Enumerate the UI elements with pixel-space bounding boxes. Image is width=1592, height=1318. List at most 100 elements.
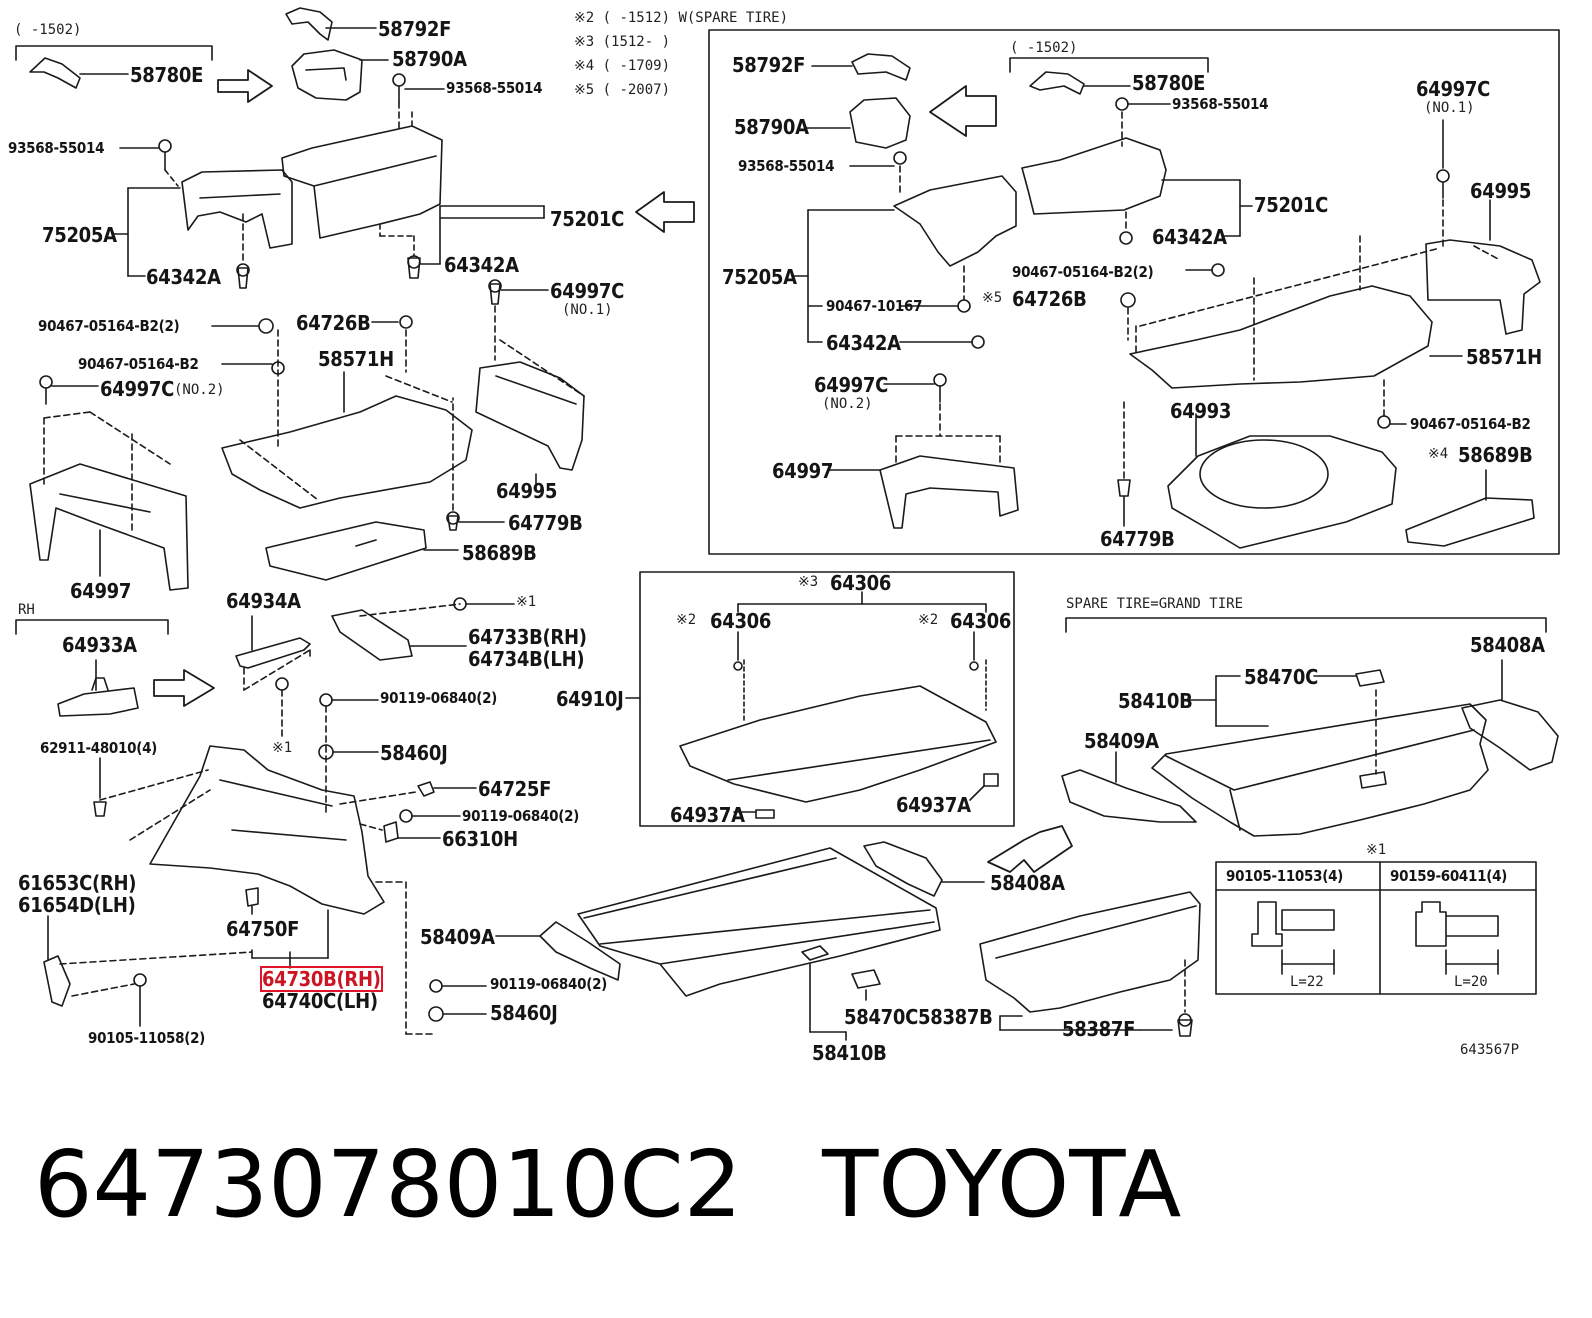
bolt-icon-90105 [1251, 901, 1335, 947]
part-label-62911-48010: 62911-48010(4) [40, 739, 158, 757]
bracket-part-75205a-r [893, 175, 1017, 267]
part-label-64993: 64993 [1170, 399, 1232, 423]
part-label-64342a: 64342A [1152, 225, 1227, 249]
no1-note-right: (NO.1) [1424, 100, 1475, 116]
part-label-90119-06840: 90119-06840(2) [380, 689, 498, 707]
bracket-range-right [1009, 57, 1209, 73]
part-label-58409a: 58409A [420, 925, 495, 949]
bolt-length-2: L=20 [1454, 974, 1488, 990]
part-label-64740c-lh: 64740C(LH) [262, 989, 378, 1013]
part-label-75205a: 75205A [722, 265, 797, 289]
part-label-58780e: 58780E [1132, 71, 1206, 95]
part-label-58792f: 58792F [732, 53, 806, 77]
mark-note: ※3 [798, 574, 819, 590]
board-part-58410b-bottom [577, 847, 941, 997]
part-label-90467-05164-b2: 90467-05164-B2(2) [38, 317, 180, 335]
part-label-93568-55014: 93568-55014 [738, 157, 835, 175]
bolt-table-header-1: 90105-11053(4) [1226, 867, 1344, 885]
mark-note: ※5 [982, 290, 1003, 306]
note-2: ※3 (1512- ) [574, 34, 671, 50]
bracket-part-64934a [235, 637, 311, 669]
bracket-spare [1065, 617, 1547, 633]
bracket-rh [15, 619, 169, 635]
part-label-61654d-lh: 61654D(LH) [18, 893, 136, 917]
panel-part-64995 [475, 361, 585, 471]
rh-note: RH [18, 602, 35, 618]
cover-part-64910j [679, 685, 997, 803]
bolt-length-1: L=22 [1290, 974, 1324, 990]
part-label-58387b: 58387B [918, 1005, 993, 1029]
cover-part-58689b-r [1405, 497, 1535, 547]
part-label-58410b: 58410B [812, 1041, 887, 1065]
mark-note: ※1 [272, 740, 293, 756]
part-label-58780e: 58780E [130, 63, 204, 87]
box-part-75201c-r [1021, 137, 1167, 215]
part-label-64995: 64995 [496, 479, 558, 503]
part-label-64306: 64306 [950, 609, 1012, 633]
part-label-64995: 64995 [1470, 179, 1532, 203]
mark-note: ※2 [676, 612, 697, 628]
part-label-64725f: 64725F [478, 777, 552, 801]
arrow-down-left-icon [987, 825, 1073, 873]
part-label-64779b: 64779B [1100, 527, 1175, 551]
part-label-93568-55014: 93568-55014 [8, 139, 105, 157]
mark-note: ※2 [918, 612, 939, 628]
part-label-90119-06840: 90119-06840(2) [490, 975, 608, 993]
part-label-90467-05164-b2: 90467-05164-B2(2) [1012, 263, 1154, 281]
part-label-58792f: 58792F [378, 17, 452, 41]
diagram-ref-code: 643567P [1460, 1042, 1520, 1058]
block-part-58790a-r [849, 97, 911, 149]
part-label-90105-11058: 90105-11058(2) [88, 1029, 206, 1047]
part-label-64733b-rh: 64733B(RH) [468, 625, 587, 649]
caption-brand: TOYOTA [822, 1131, 1182, 1238]
mark-note: ※1 [1366, 842, 1387, 858]
part-label-58571h: 58571H [318, 347, 394, 371]
part-label-58408a: 58408A [1470, 633, 1545, 657]
cover-part-58409a-bottom [539, 921, 621, 981]
part-label-93568-55014: 93568-55014 [446, 79, 543, 97]
part-label-58387f: 58387F [1062, 1017, 1136, 1041]
part-label-90467-05164-b2: 90467-05164-B2 [1410, 415, 1531, 433]
no2-note-right: (NO.2) [822, 396, 873, 412]
part-label-64750f: 64750F [226, 917, 300, 941]
part-label-58408a: 58408A [990, 871, 1065, 895]
arrow-right-icon [217, 69, 273, 103]
part-label-64997: 64997 [70, 579, 132, 603]
bolt-table-header-2: 90159-60411(4) [1390, 867, 1508, 885]
part-label-64779b: 64779B [508, 511, 583, 535]
part-label-90119-06840: 90119-06840(2) [462, 807, 580, 825]
part-label-58410b: 58410B [1118, 689, 1193, 713]
part-label-64306: 64306 [830, 571, 892, 595]
arrow-right-icon-2 [153, 669, 215, 707]
board-part-58410b [1151, 703, 1489, 837]
bracket-part-61653c [43, 955, 71, 1007]
tray-part-58571h [221, 395, 473, 509]
part-label-64997c: 64997C [550, 279, 625, 303]
bracket-part-64997-r [879, 455, 1019, 529]
part-label-58460j: 58460J [490, 1001, 558, 1025]
part-label-93568-55014: 93568-55014 [1172, 95, 1269, 113]
part-label-64734b-lh: 64734B(LH) [468, 647, 585, 671]
note-3: ※4 ( -1709) [574, 58, 671, 74]
part-label-64306: 64306 [710, 609, 772, 633]
part-label-64726b: 64726B [296, 311, 371, 335]
arrow-left-icon-2 [929, 85, 997, 137]
part-label-58790a: 58790A [734, 115, 809, 139]
mark-note: ※4 [1428, 446, 1449, 462]
bracket-part-75205a [181, 169, 293, 249]
part-label-75201c: 75201C [1254, 193, 1329, 217]
cover-part-58408a-top [1461, 699, 1559, 771]
part-label-64997c: 64997C [814, 373, 889, 397]
part-label-64342a: 64342A [146, 265, 221, 289]
part-label-58460j: 58460J [380, 741, 448, 765]
part-label-58689b: 58689B [1458, 443, 1533, 467]
cover-part-58408a-bottom [863, 841, 943, 897]
bracket-part-64733b [331, 609, 413, 661]
cover-part-58409a-top [1061, 769, 1197, 823]
part-label-58571h: 58571H [1466, 345, 1542, 369]
frame-spare-tire [708, 29, 1560, 555]
part-label-64997: 64997 [772, 459, 834, 483]
spare-tire-note: SPARE TIRE=GRAND TIRE [1066, 596, 1244, 612]
part-label-64933a: 64933A [62, 633, 137, 657]
